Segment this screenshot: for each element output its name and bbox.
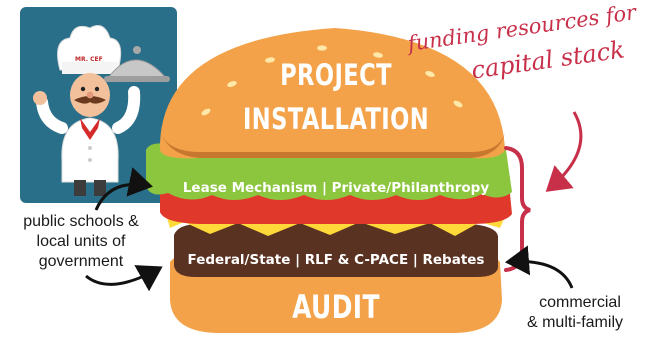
chef-illustration: [33, 25, 170, 196]
burger-illustration: [146, 28, 512, 333]
top-bun-line2: INSTALLATION: [242, 102, 430, 136]
right-annotation-line2: & multi-family: [526, 314, 623, 331]
bottom-bun-label: AUDIT: [292, 288, 380, 326]
arrow-red-to-brace: [545, 111, 583, 192]
arrow-to-patty: [85, 265, 163, 292]
arrow-from-right: [505, 245, 574, 289]
left-annotation-line1: public schools &: [23, 213, 139, 230]
lettuce-band-label: Lease Mechanism | Private/Philanthropy: [182, 180, 490, 196]
patty: [174, 224, 498, 277]
right-annotation-line1: commercial: [539, 294, 621, 311]
patty-band-label: Federal/State | RLF & C-PACE | Rebates: [187, 252, 485, 268]
arrow-to-lettuce: [94, 167, 153, 211]
left-annotation-line3: government: [38, 253, 124, 270]
chef-hat-label: MR. CEF: [75, 56, 103, 63]
top-bun: [159, 28, 505, 159]
top-bun-underside: [160, 132, 505, 158]
left-annotation-line2: local units of: [36, 233, 126, 250]
top-bun-line1: PROJECT: [280, 58, 392, 92]
